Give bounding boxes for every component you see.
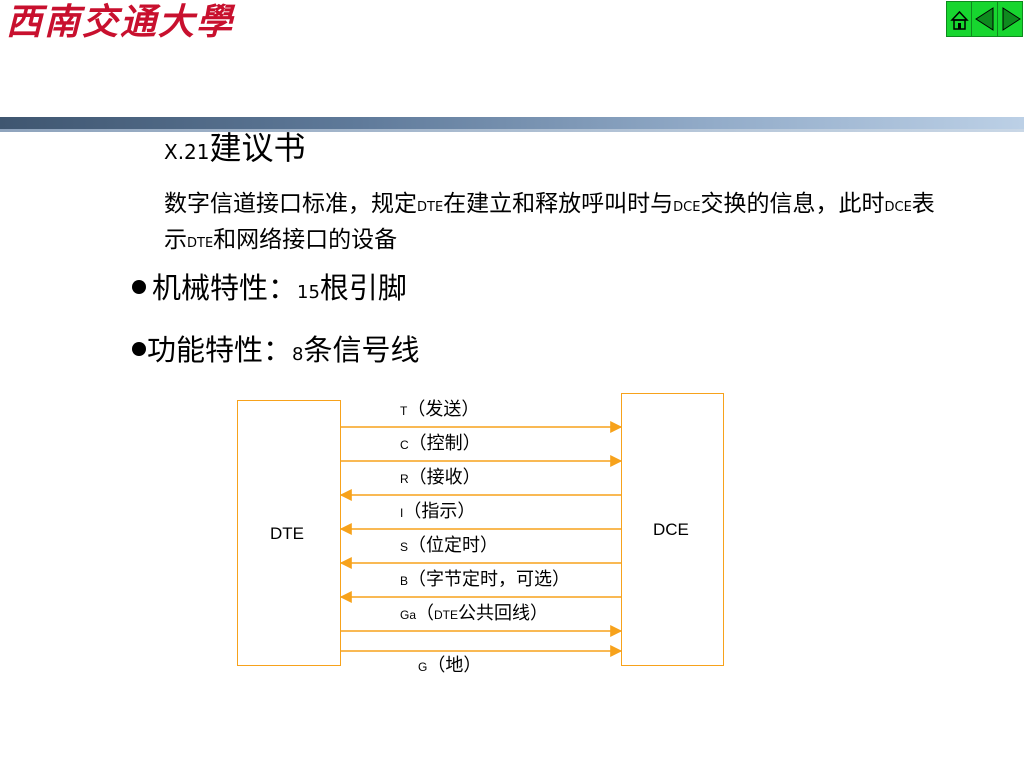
signal-label-r: R（接收） — [400, 466, 481, 491]
bullet-tail: 根引脚 — [319, 271, 407, 305]
signal-desc: （地） — [427, 655, 482, 676]
title-bar-underline — [0, 129, 1024, 132]
para-text-1: 数字信道接口标准，规定 — [164, 191, 417, 217]
description-paragraph: 数字信道接口标准，规定DTE在建立和释放呼叫时与DCE交换的信息，此时DCE表示… — [164, 188, 954, 260]
signal-label-i: I（指示） — [400, 500, 475, 525]
para-dce-1: DCE — [673, 200, 701, 215]
bullet-mechanical: 机械特性：15根引脚 — [132, 268, 407, 313]
signal-label-g: G（地） — [418, 654, 481, 679]
bullet-label: 机械特性： — [152, 271, 298, 305]
signal-label-s: S（位定时） — [400, 534, 498, 559]
signal-code: G — [418, 660, 428, 674]
signal-label-ga: Ga（DTE公共回线） — [400, 602, 548, 627]
signal-code: S — [400, 540, 409, 554]
signal-desc: （字节定时，可选） — [408, 569, 571, 590]
bullet-functional: 功能特性：8条信号线 — [132, 330, 419, 375]
signal-desc-code: DTE — [434, 608, 459, 622]
dce-label: DCE — [653, 520, 689, 539]
home-button[interactable] — [947, 2, 973, 36]
para-text-5: 和网络接口的设备 — [213, 227, 398, 253]
title-bar — [0, 117, 1024, 129]
para-dte-1: DTE — [417, 200, 444, 215]
dte-box: DTE — [237, 400, 341, 666]
next-slide-button[interactable] — [998, 2, 1022, 36]
para-dte-2: DTE — [187, 236, 214, 251]
para-text-2: 在建立和释放呼叫时与 — [443, 191, 674, 217]
signal-desc: （指示） — [403, 501, 476, 522]
para-text-3: 交换的信息，此时 — [700, 191, 885, 217]
slide-heading: X.21建议书 — [164, 126, 306, 174]
heading-prefix: X.21 — [164, 140, 210, 164]
dce-box: DCE — [621, 393, 724, 666]
right-triangle-icon — [1002, 7, 1021, 31]
para-text-4: 表示 — [164, 191, 935, 253]
signal-label-c: C（控制） — [400, 432, 481, 457]
signal-label-b: B（字节定时，可选） — [400, 568, 570, 593]
signal-desc: （接收） — [408, 467, 481, 488]
bullet-dot-icon — [132, 280, 146, 294]
home-icon — [950, 10, 969, 30]
bullet-label: 功能特性： — [147, 333, 293, 367]
signal-desc: （控制） — [408, 433, 481, 454]
bullet-tail: 条信号线 — [303, 333, 420, 367]
signal-code: B — [400, 574, 409, 588]
signal-desc: （位定时） — [408, 535, 499, 556]
signal-code: C — [400, 438, 409, 452]
bullet-number: 15 — [297, 282, 320, 303]
signal-code: R — [400, 472, 409, 486]
signal-desc-open: （ — [416, 603, 435, 624]
bullet-number: 8 — [292, 344, 304, 365]
signal-desc-tail: 公共回线） — [458, 603, 549, 624]
para-dce-2: DCE — [884, 200, 912, 215]
previous-slide-button[interactable] — [972, 2, 998, 36]
signal-desc: （发送） — [407, 399, 480, 420]
bullet-dot-icon — [132, 342, 146, 356]
left-triangle-icon — [975, 7, 994, 31]
university-logo: 西南交通大學 — [6, 1, 235, 43]
slide-nav — [946, 1, 1023, 37]
signal-code: Ga — [400, 608, 417, 622]
signal-label-t: T（发送） — [400, 398, 479, 423]
heading-main: 建议书 — [209, 129, 306, 167]
signal-code: T — [400, 404, 408, 418]
dte-label: DTE — [270, 524, 304, 543]
signal-code: I — [400, 506, 404, 520]
